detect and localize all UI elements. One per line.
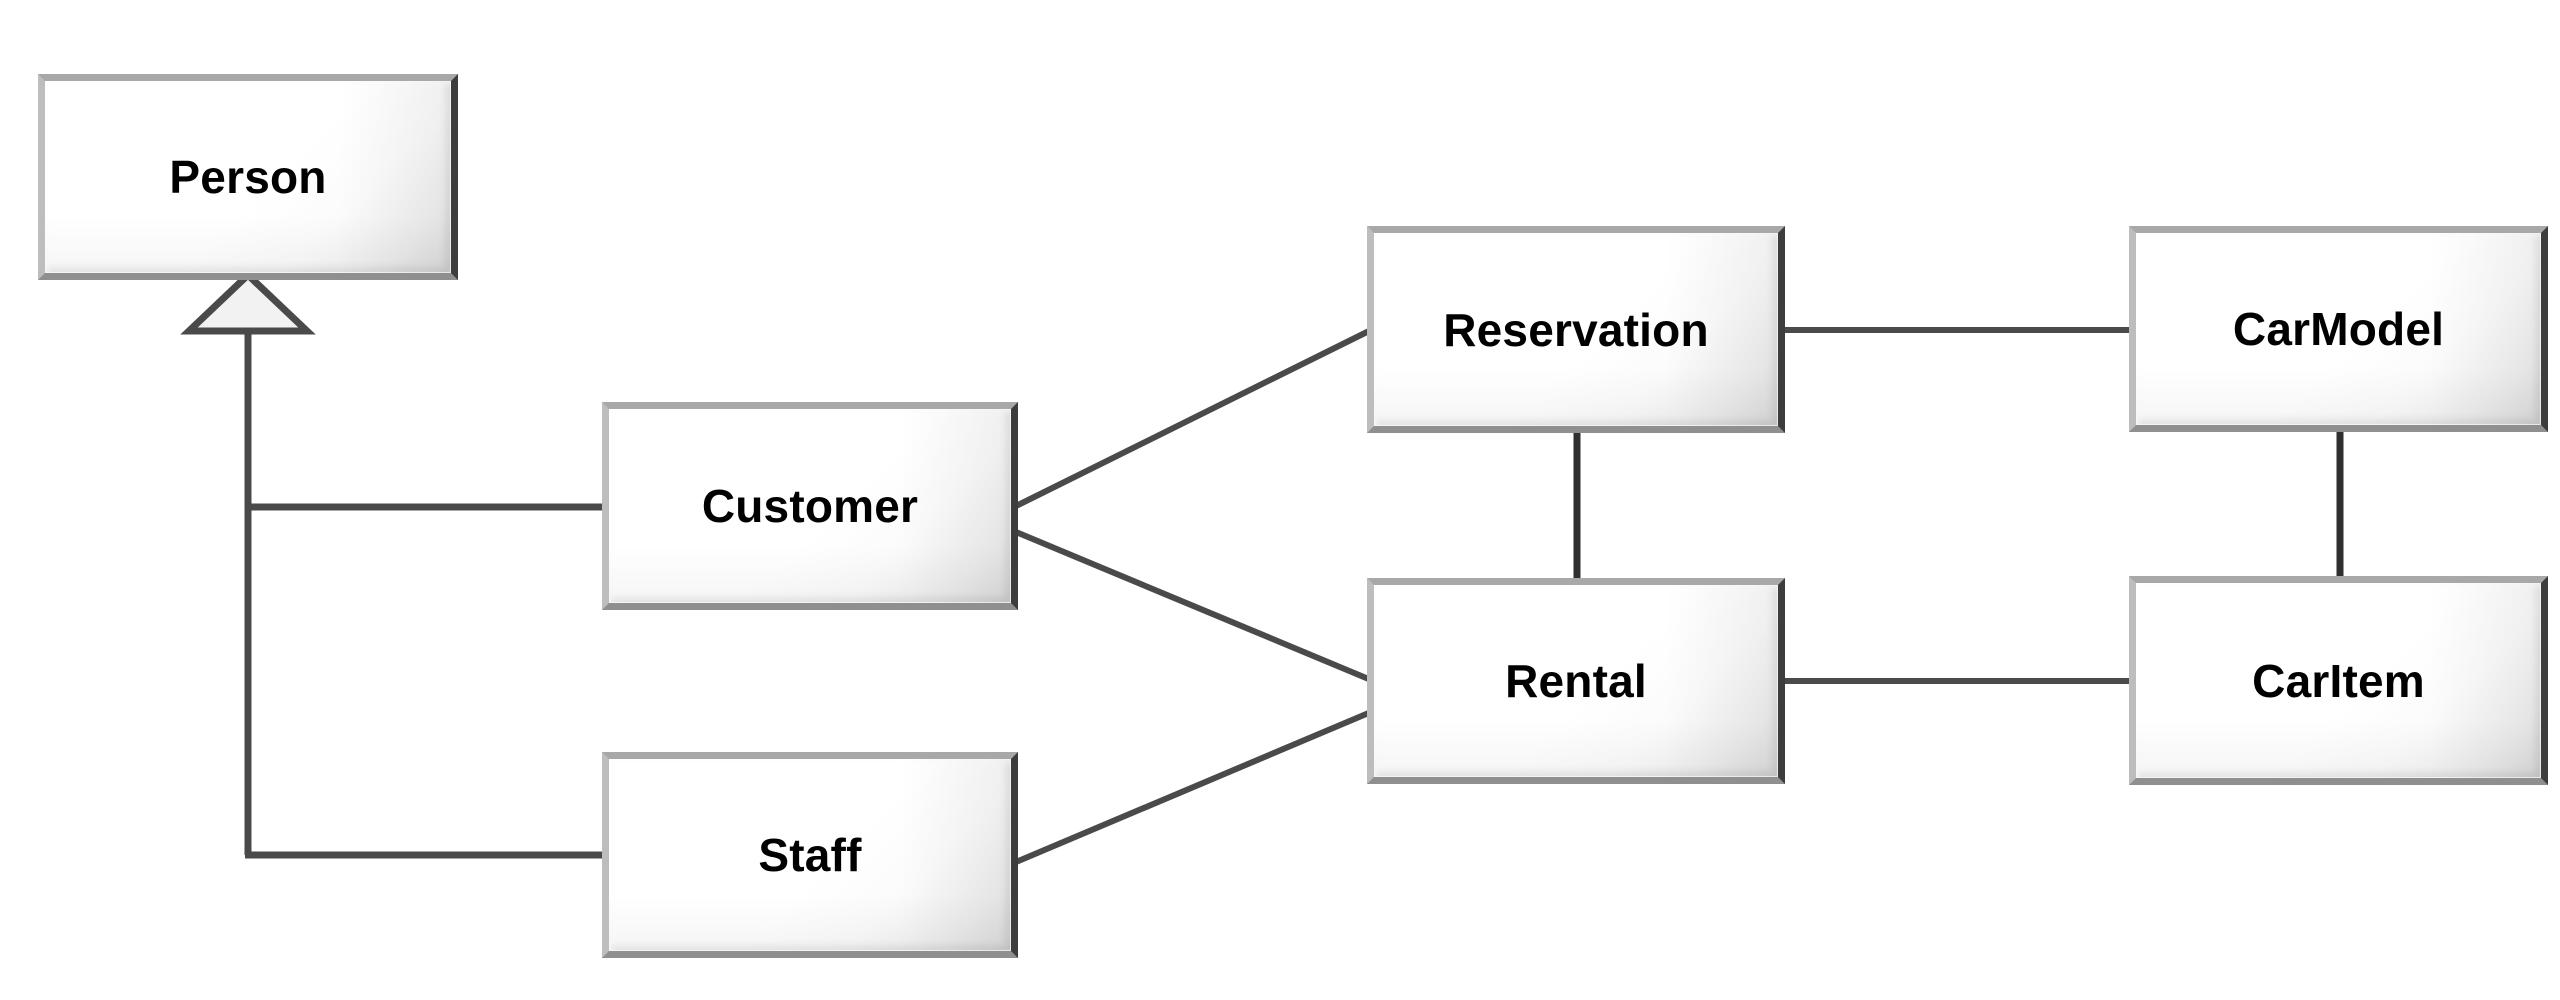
class-box-caritem[interactable]: CarItem (2129, 576, 2548, 785)
class-name-rental: Rental (1505, 655, 1647, 707)
class-box-staff[interactable]: Staff (602, 752, 1018, 958)
inheritance-triangle-icon (180, 270, 316, 335)
class-name-customer: Customer (701, 480, 919, 532)
class-name-person: Person (169, 151, 327, 203)
class-name-carmodel: CarModel (2232, 303, 2445, 355)
edge-staff-rental (1014, 709, 1373, 865)
class-box-carmodel[interactable]: CarModel (2129, 226, 2548, 432)
class-box-rental[interactable]: Rental (1367, 578, 1785, 784)
class-box-person[interactable]: Person (38, 74, 458, 280)
class-name-reservation: Reservation (1443, 303, 1709, 356)
edge-customer-rental (1014, 529, 1373, 683)
class-box-reservation[interactable]: Reservation (1367, 226, 1785, 433)
edge-customer-reservation (1014, 327, 1373, 509)
generalization-edge-group (180, 270, 606, 859)
class-box-customer[interactable]: Customer (602, 402, 1018, 610)
class-name-caritem: CarItem (2252, 654, 2425, 707)
class-name-staff: Staff (758, 829, 862, 881)
